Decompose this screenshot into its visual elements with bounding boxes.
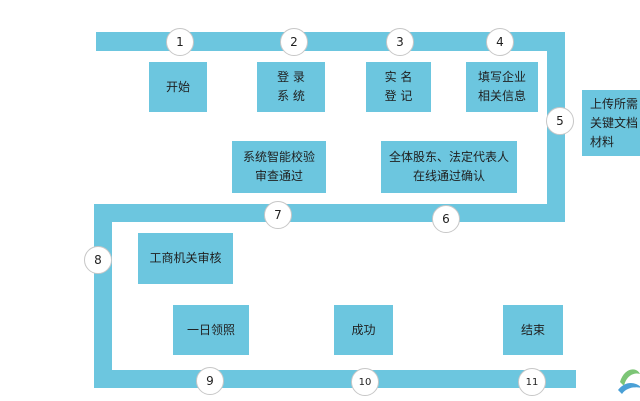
step-box-1: 开始 [149, 62, 207, 112]
step-node-10: 10 [351, 368, 379, 396]
track-middle [94, 204, 565, 222]
step-node-5: 5 [546, 107, 574, 135]
step-box-6: 全体股东、法定代表人 在线通过确认 [381, 141, 517, 193]
step-node-7: 7 [264, 201, 292, 229]
step-node-11: 11 [518, 368, 546, 396]
step-node-6: 6 [432, 205, 460, 233]
step-node-1: 1 [166, 28, 194, 56]
step-box-2: 登 录 系 统 [257, 62, 325, 112]
step-box-7: 系统智能校验 审查通过 [232, 141, 326, 193]
track-left [94, 204, 112, 388]
step-box-5: 上传所需 关键文档 材料 [582, 90, 640, 156]
step-node-2: 2 [280, 28, 308, 56]
step-box-4: 填写企业 相关信息 [466, 62, 538, 112]
step-node-9: 9 [196, 367, 224, 395]
step-box-9: 一日领照 [173, 305, 249, 355]
step-box-3: 实 名 登 记 [366, 62, 431, 112]
logo-icon [618, 369, 640, 394]
track-bottom [94, 370, 576, 388]
step-node-3: 3 [386, 28, 414, 56]
step-box-10: 成功 [334, 305, 393, 355]
step-node-8: 8 [84, 246, 112, 274]
step-box-11: 结束 [503, 305, 563, 355]
track-top [96, 32, 565, 51]
step-node-4: 4 [486, 28, 514, 56]
step-box-8: 工商机关审核 [138, 233, 233, 284]
